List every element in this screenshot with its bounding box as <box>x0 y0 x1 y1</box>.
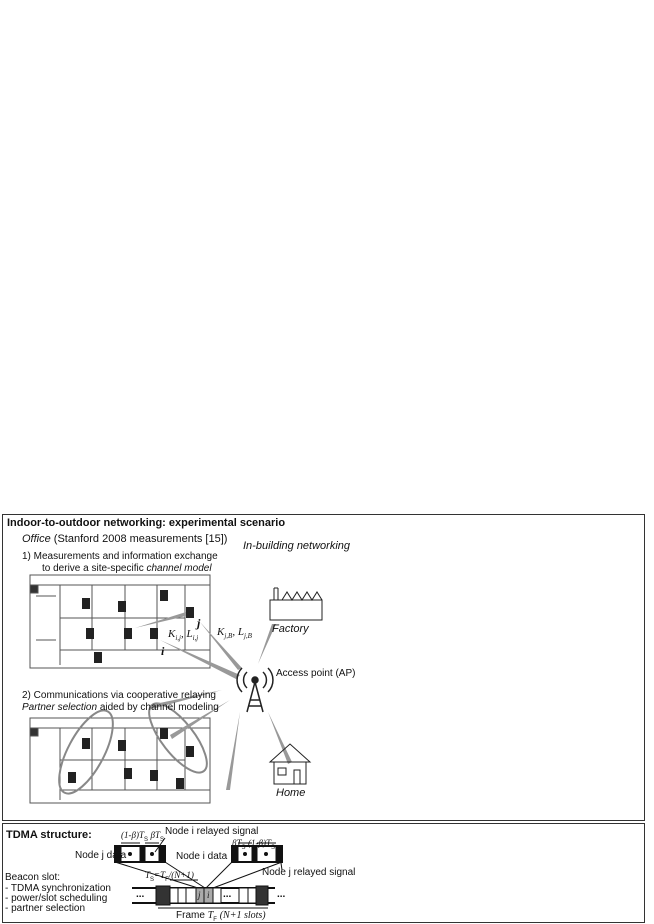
node-j-data-label: Node j data <box>75 850 127 861</box>
node-j-relayed-label: Node j relayed signal <box>262 867 356 878</box>
floor-plan-top <box>29 574 211 669</box>
frame-dots-mid: ... <box>223 889 232 900</box>
frame-label: Frame TF (N+1 slots) <box>176 910 266 923</box>
link-arrows <box>135 612 292 790</box>
node-j-label: j <box>197 616 201 630</box>
tdma-panel <box>2 823 645 923</box>
frame-dots-right: ... <box>277 889 286 900</box>
step1-line2-prefix: to derive a site-specific <box>42 563 144 574</box>
office-source: (Stanford 2008 measurements [15]) <box>53 533 228 545</box>
beta-ts-left: (1-β)TS βTS <box>121 830 165 843</box>
nodes-bottom <box>68 728 194 789</box>
step2-line1: 2) Communications via cooperative relayi… <box>22 690 216 701</box>
step1-line1: 1) Measurements and information exchange <box>22 551 218 562</box>
slot-i-label: i <box>207 890 210 900</box>
step1-channel-model: channel model <box>146 563 212 574</box>
office-label: Office <box>22 533 51 545</box>
scenario-title: Indoor-to-outdoor networking: experiment… <box>7 517 286 529</box>
nodes-top <box>82 590 194 663</box>
node-i-data-label: Node i data <box>176 851 228 862</box>
pointer-lines <box>114 837 283 889</box>
beacon-item-2: - power/slot scheduling <box>5 893 108 904</box>
tdma-title: TDMA structure: <box>6 829 92 841</box>
step2-rest: aided by channel modeling <box>99 702 219 713</box>
beacon-item-1: - TDMA synchronization <box>5 883 111 894</box>
home-label: Home <box>276 787 306 799</box>
link-jb-label: Kj,B, Lj,B <box>217 626 252 641</box>
step2-line2: Partner selection aided by channel model… <box>22 702 219 713</box>
beacon-item-3: - partner selection <box>5 903 86 914</box>
beacon-title: Beacon slot: <box>5 872 61 883</box>
ap-label: Access point (AP) <box>276 668 356 679</box>
link-ij-label: Ki,j, Li,j <box>168 628 199 643</box>
floor-plan-bottom <box>29 717 211 804</box>
office-caption: Office (Stanford 2008 measurements [15]) <box>22 533 227 545</box>
partner-ellipse-left <box>58 709 114 795</box>
node-i-relayed-label: Node i relayed signal <box>165 826 259 837</box>
slot-detail-left <box>114 842 166 863</box>
beta-ts-right-group: βTS (1-β)TS <box>232 838 276 851</box>
in-building-label: In-building networking <box>243 540 351 552</box>
frame-dots-left: ... <box>136 889 145 900</box>
step1-line2: to derive a site-specific channel model <box>42 563 212 574</box>
slot-detail-right <box>231 842 283 863</box>
slot-j-label: j <box>198 890 201 900</box>
factory-label: Factory <box>272 623 309 635</box>
factory-icon <box>269 587 323 621</box>
frame-bar <box>132 879 275 909</box>
access-point-tower <box>236 667 274 713</box>
home-icon <box>268 743 312 785</box>
ts-equation: TS=TF/(N+1) <box>145 870 194 883</box>
partner-selection-label: Partner selection <box>22 702 98 713</box>
node-i-label: i <box>161 644 165 658</box>
